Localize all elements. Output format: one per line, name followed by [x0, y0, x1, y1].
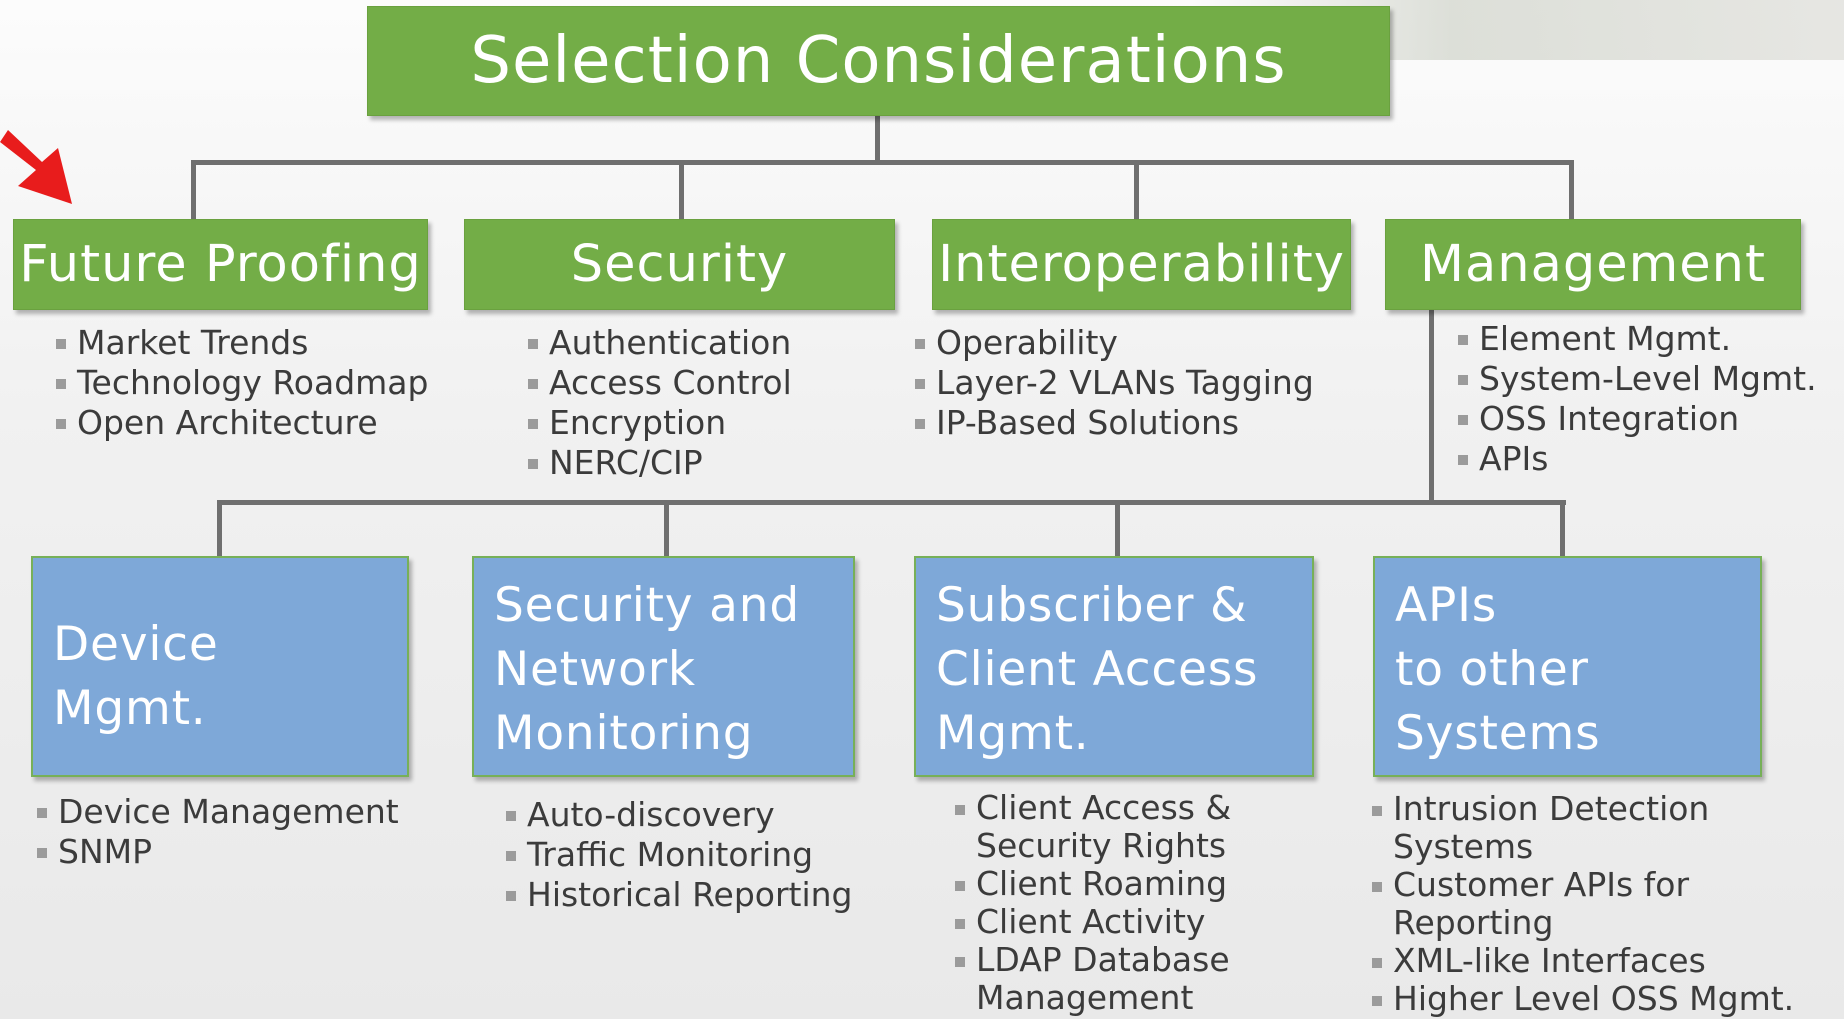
subcategory-subscriber-client-access: Subscriber & Client Access Mgmt.	[914, 556, 1314, 777]
subcategory-apis-other-systems: APIs to other Systems	[1373, 556, 1762, 777]
list-item: Client Roaming	[955, 865, 1231, 903]
list-item: Authentication	[528, 323, 792, 363]
category-label: Future Proofing	[19, 235, 422, 294]
root-title-box: Selection Considerations	[367, 6, 1390, 116]
list-item: Open Architecture	[56, 403, 428, 443]
apis-drop-connector	[1560, 500, 1565, 556]
list-item: Traffic Monitoring	[506, 835, 853, 875]
list-item: XML-like Interfaces	[1372, 942, 1844, 980]
security-monitoring-list: Auto-discovery Traffic Monitoring Histor…	[506, 795, 853, 915]
list-item: Intrusion Detection Systems	[1372, 790, 1844, 866]
list-item: OSS Integration	[1458, 399, 1817, 439]
list-item: Client Access & Security Rights	[955, 789, 1231, 865]
list-item: Encryption	[528, 403, 792, 443]
apis-list: Intrusion Detection Systems Customer API…	[1372, 790, 1844, 1018]
list-item: LDAP Database Management	[955, 941, 1231, 1017]
red-arrow-icon	[0, 130, 72, 204]
list-item: Device Management	[37, 792, 399, 832]
subcategory-device-mgmt: Device Mgmt.	[31, 556, 409, 777]
list-item: IP-Based Solutions	[915, 403, 1314, 443]
top-horizontal-connector	[191, 160, 1574, 165]
device-mgmt-list: Device Management SNMP	[37, 792, 399, 872]
category-interoperability: Interoperability	[932, 219, 1351, 310]
list-item: Technology Roadmap	[56, 363, 428, 403]
subcategory-label: Subscriber & Client Access Mgmt.	[936, 577, 1259, 761]
list-item: NERC/CIP	[528, 443, 792, 483]
list-item: Market Trends	[56, 323, 428, 363]
category-label: Security	[570, 235, 789, 294]
subscriber-access-drop-connector	[1115, 500, 1120, 556]
list-item: Customer APIs for Reporting	[1372, 866, 1844, 942]
subcategory-security-network-monitoring: Security and Network Monitoring	[472, 556, 855, 777]
root-stem-connector	[875, 116, 880, 163]
list-item: Client Activity	[955, 903, 1231, 941]
management-list: Element Mgmt. System-Level Mgmt. OSS Int…	[1458, 319, 1817, 479]
list-item: APIs	[1458, 439, 1817, 479]
list-item: System-Level Mgmt.	[1458, 359, 1817, 399]
category-label: Interoperability	[938, 235, 1345, 294]
subscriber-access-list: Client Access & Security Rights Client R…	[955, 789, 1231, 1017]
list-item: Historical Reporting	[506, 875, 853, 915]
category-future-proofing: Future Proofing	[13, 219, 428, 310]
list-item: Auto-discovery	[506, 795, 853, 835]
subcategory-label: APIs to other Systems	[1395, 577, 1601, 761]
security-drop-connector	[679, 160, 684, 219]
future-proofing-list: Market Trends Technology Roadmap Open Ar…	[56, 323, 428, 443]
category-security: Security	[464, 219, 895, 310]
list-item: Element Mgmt.	[1458, 319, 1817, 359]
subcategory-label: Device Mgmt.	[53, 616, 219, 736]
list-item: SNMP	[37, 832, 399, 872]
interoperability-list: Operability Layer-2 VLANs Tagging IP-Bas…	[915, 323, 1314, 443]
management-drop-connector	[1569, 160, 1574, 219]
list-item: Layer-2 VLANs Tagging	[915, 363, 1314, 403]
list-item: Access Control	[528, 363, 792, 403]
bottom-horizontal-connector	[217, 500, 1566, 505]
list-item: Higher Level OSS Mgmt.	[1372, 980, 1844, 1018]
management-stem-connector	[1429, 310, 1434, 504]
category-label: Management	[1420, 235, 1766, 294]
list-item: Operability	[915, 323, 1314, 363]
diagram-title: Selection Considerations	[470, 24, 1287, 98]
interoperability-drop-connector	[1134, 160, 1139, 219]
security-monitoring-drop-connector	[664, 500, 669, 556]
subcategory-label: Security and Network Monitoring	[494, 577, 800, 761]
future-proofing-drop-connector	[191, 160, 196, 219]
device-mgmt-drop-connector	[217, 500, 222, 556]
category-management: Management	[1385, 219, 1801, 310]
security-list: Authentication Access Control Encryption…	[528, 323, 792, 483]
